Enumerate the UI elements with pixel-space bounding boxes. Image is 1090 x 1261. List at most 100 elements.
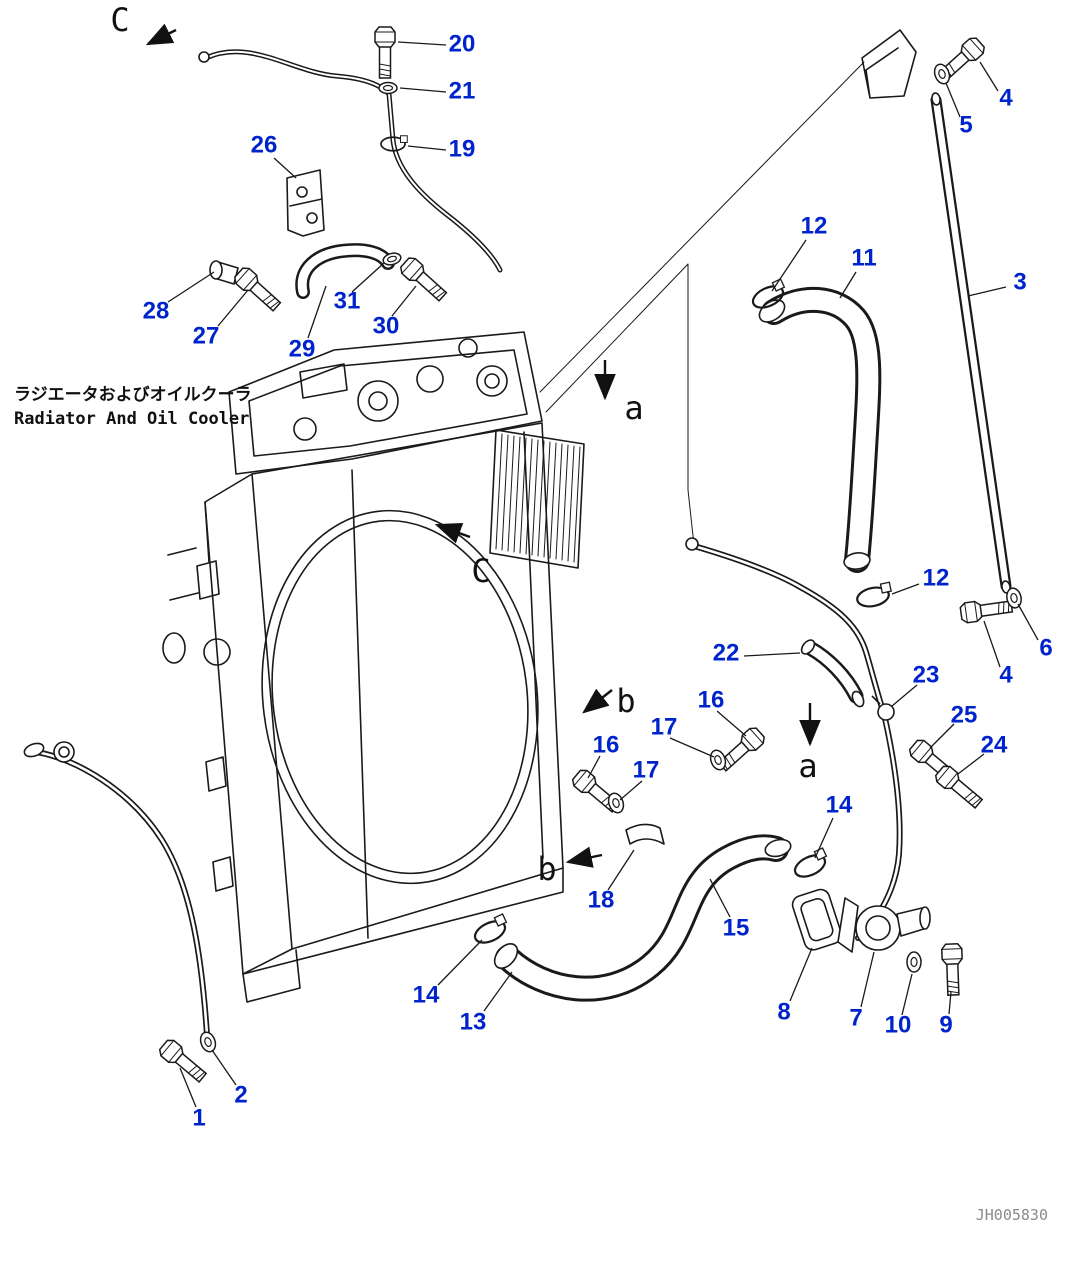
view-letter-C: C [110, 1, 129, 39]
leader-line-14 [437, 939, 483, 986]
callout-16: 16 [593, 731, 620, 758]
callout-22: 22 [713, 639, 740, 666]
view-markers: C Ca a b b [110, 1, 821, 888]
plug-28 [209, 260, 239, 285]
callout-17: 17 [651, 713, 678, 740]
leader-line-22 [743, 652, 801, 657]
leader-line-18 [607, 849, 635, 891]
leader-line-7 [860, 951, 875, 1008]
callout-11: 11 [851, 244, 876, 271]
leader-line-23 [891, 684, 918, 707]
bolt-icon [958, 595, 1014, 625]
leader-line-13 [483, 971, 513, 1012]
callout-13: 13 [460, 1008, 487, 1035]
view-letter-b: b [616, 682, 635, 720]
leader-line-10 [901, 973, 913, 1016]
fitting-23 [871, 695, 895, 721]
callout-27: 27 [193, 322, 220, 349]
leader-line-12 [891, 583, 920, 595]
leader-line-21 [399, 87, 447, 93]
small-parts [156, 26, 1024, 1087]
bracket-26 [286, 169, 325, 237]
leader-line-25 [929, 723, 955, 749]
leader-line-8 [789, 947, 813, 1002]
callout-25: 25 [951, 701, 978, 728]
drawing-number: JH005830 [976, 1206, 1048, 1224]
leader-line-30 [391, 285, 417, 317]
callout-23: 23 [913, 661, 940, 688]
leader-line-5 [945, 82, 961, 118]
title-english: Radiator And Oil Cooler [14, 409, 249, 429]
view-arrow-b [565, 846, 603, 868]
callout-29: 29 [289, 335, 316, 362]
bolt-icon [932, 762, 986, 813]
leader-line-17 [669, 737, 715, 758]
reference-lines [539, 61, 865, 546]
leader-line-27 [217, 289, 249, 327]
callout-15: 15 [723, 914, 750, 941]
leader-line-31 [351, 262, 385, 293]
washer-icon [197, 1029, 219, 1055]
callout-24: 24 [981, 731, 1008, 758]
callout-2: 2 [234, 1081, 247, 1108]
title-japanese: ラジエータおよびオイルクーラ [14, 385, 252, 405]
elbow-7 [837, 897, 931, 953]
callout-19: 19 [449, 135, 476, 162]
bolt-icon [397, 254, 451, 305]
hoses-and-tubes [23, 29, 1012, 1038]
callout-4: 4 [999, 661, 1013, 688]
leader-line-19 [407, 145, 447, 151]
gasket-8 [791, 888, 843, 951]
callout-3: 3 [1013, 268, 1026, 295]
leader-line-4 [983, 620, 1001, 668]
callout-18: 18 [588, 886, 615, 913]
bolt-icon [231, 264, 285, 315]
leader-lines [167, 41, 1039, 1108]
handle-29 [295, 243, 395, 299]
view-letter-a: a [624, 389, 643, 427]
callout-16: 16 [698, 686, 725, 713]
clamp-icon [853, 581, 895, 611]
callout-17: 17 [633, 756, 660, 783]
leader-line-6 [1017, 603, 1039, 641]
callout-14: 14 [413, 981, 440, 1008]
ring-icon [378, 81, 398, 95]
callout-4: 4 [999, 84, 1013, 111]
callout-7: 7 [849, 1004, 862, 1031]
view-letter-b: b [537, 850, 556, 888]
view-arrow-C [145, 23, 177, 46]
view-letter-a: a [798, 747, 817, 785]
callout-10: 10 [885, 1011, 912, 1038]
callout-9: 9 [939, 1011, 952, 1038]
view-letter-C: C [471, 552, 490, 590]
view-arrow-b [582, 688, 613, 714]
leader-line-3 [967, 286, 1007, 297]
callout-8: 8 [777, 998, 790, 1025]
leader-line-16 [587, 755, 601, 779]
callout-26: 26 [251, 131, 278, 158]
leader-line-12 [771, 239, 807, 292]
bolt-icon [940, 942, 965, 997]
plate-18 [625, 823, 665, 845]
leader-line-28 [167, 271, 215, 303]
callout-1: 1 [192, 1104, 205, 1131]
callout-12: 12 [923, 564, 950, 591]
callout-6: 6 [1039, 634, 1052, 661]
leader-line-24 [957, 753, 985, 775]
leader-line-15 [709, 878, 731, 918]
tube-bracket [861, 29, 917, 99]
callout-5: 5 [959, 111, 972, 138]
leader-line-11 [839, 271, 857, 299]
callout-20: 20 [449, 30, 476, 57]
callout-28: 28 [143, 297, 170, 324]
leader-line-9 [948, 991, 952, 1015]
radiator-assembly [162, 331, 585, 1003]
leader-line-1 [179, 1067, 197, 1108]
leader-line-4 [979, 61, 999, 92]
callout-14: 14 [826, 791, 853, 818]
clamp-icon [789, 846, 833, 883]
callout-12: 12 [801, 212, 828, 239]
callout-30: 30 [373, 312, 400, 339]
